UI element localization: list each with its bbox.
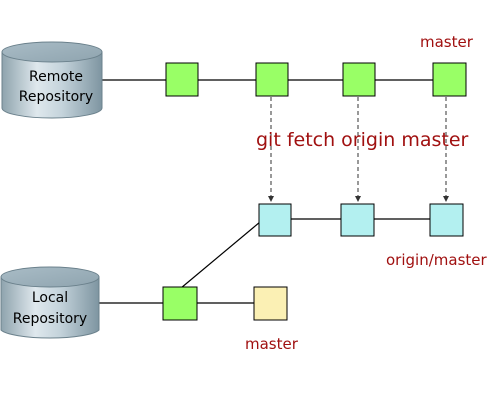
database-cylinder-icon [1, 41, 103, 119]
remote-repository-label-line1: Remote [29, 69, 83, 85]
local-master-commit-icon [253, 286, 288, 321]
commit-square-icon [432, 62, 467, 97]
remote-master-label: master [420, 33, 474, 51]
git-fetch-command-label: git fetch origin master [256, 129, 469, 151]
database-cylinder-icon [0, 266, 100, 339]
origin-master-label: origin/master [386, 251, 487, 269]
commit-square-icon [165, 62, 199, 97]
local-repository: Local Repository [0, 266, 100, 339]
fetch-arrows [268, 97, 449, 202]
local-master-label: master [245, 335, 299, 353]
local-repository-label-line1: Local [32, 290, 68, 306]
remote-commits [165, 62, 467, 97]
fetched-branch-line [180, 218, 430, 289]
commit-square-icon [162, 286, 198, 321]
commit-square-icon [340, 203, 375, 237]
commit-square-icon [429, 203, 464, 237]
fetched-commits [258, 203, 464, 237]
local-commits [162, 286, 288, 321]
commit-square-icon [258, 203, 292, 237]
remote-repository-label-line2: Repository [19, 89, 93, 105]
local-repository-label-line2: Repository [13, 311, 87, 327]
remote-repository: Remote Repository [1, 41, 103, 119]
commit-square-icon [342, 62, 376, 97]
commit-square-icon [255, 62, 289, 97]
